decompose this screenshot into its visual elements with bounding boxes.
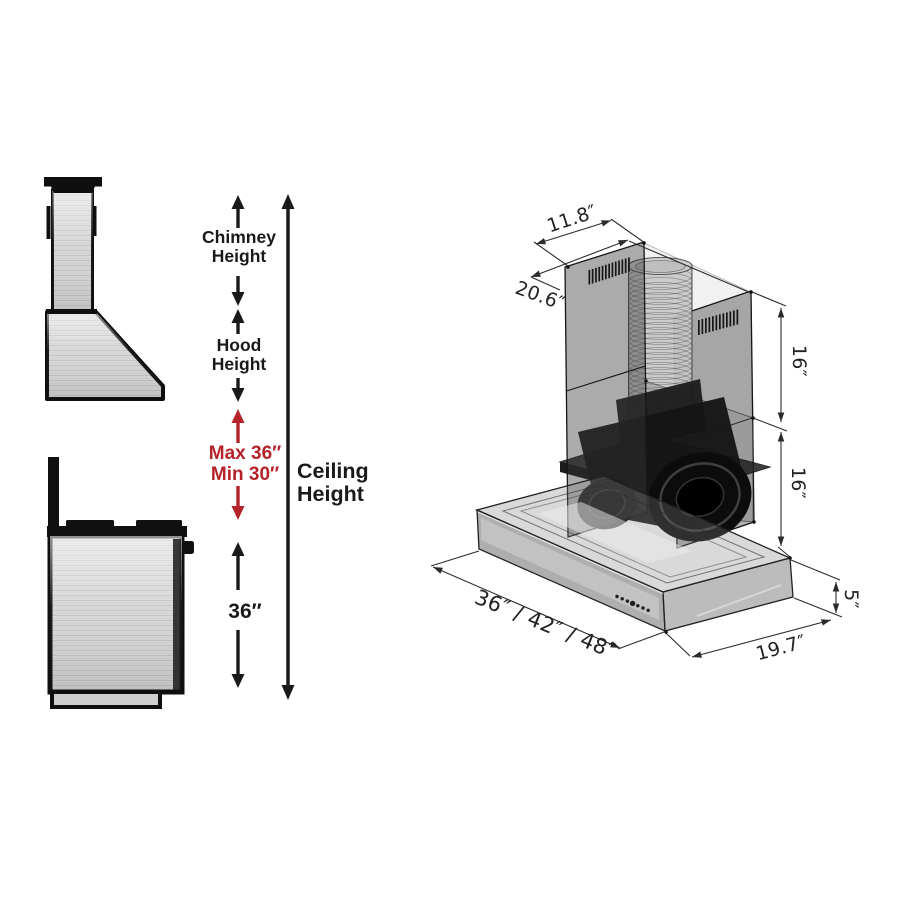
cooktop-distance-label: 36″: [228, 600, 262, 623]
dim-label-hood-height: 5″: [840, 589, 862, 609]
dim-hood-width: [432, 566, 621, 649]
chimney-height-line2: Height: [211, 246, 267, 266]
blower-drum-right: [648, 452, 752, 542]
hood-isometric-view: [430, 218, 843, 658]
ext-chimney-width-2: [610, 218, 646, 244]
ceiling-arrow-top-head: [281, 194, 295, 209]
ext-5-top: [790, 559, 841, 581]
mount-arrow-down-head: [231, 506, 245, 520]
mount-range-arrows: [231, 409, 245, 520]
ext-chimney-width-1: [533, 241, 569, 267]
dim-label-lower-chimney-height: 16″: [787, 466, 809, 500]
burner-left: [66, 520, 114, 527]
cooktop-arrow-down-head: [231, 674, 245, 688]
ext-chimney-depth-1: [530, 276, 561, 291]
ext-5-bottom: [793, 597, 843, 618]
ext-16-top: [751, 291, 787, 307]
mount-max-label: Max 36″: [208, 443, 282, 464]
ext-width-2: [617, 631, 665, 650]
duct-opening: [634, 260, 686, 273]
cooktop-arrow-up-head: [231, 542, 245, 556]
dimension-lines: [430, 218, 843, 658]
hood-inner-frame-inner: [519, 490, 748, 578]
ext-depth-1: [665, 632, 691, 657]
ceiling-height-line1: Ceiling: [297, 459, 369, 483]
side-hood-shine: [47, 312, 163, 399]
ext-chimney-depth-2: [628, 240, 752, 294]
hood-right-face: [662, 557, 794, 632]
dim-hood-depth: [691, 619, 832, 658]
side-chimney-shine: [52, 190, 93, 314]
hood-side-view: [44, 177, 165, 401]
hood-top-highlight: [536, 501, 693, 563]
chimney-height-label: Chimney Height: [202, 228, 276, 266]
vent-slots-back: [698, 309, 739, 335]
sleeve-left: [46, 206, 51, 239]
ext-16-mid: [752, 417, 788, 432]
chimney-height-arrow-up-head: [231, 195, 245, 209]
ext-16-bottom: [777, 546, 791, 558]
oven-shine: [50, 536, 182, 692]
front-panel-section-line: [566, 365, 646, 392]
hood-inner-frame-outer: [501, 484, 766, 584]
dim-chimney-depth: [530, 239, 629, 278]
blower-assembly: [558, 379, 772, 542]
mount-range-label: Max 36″ Min 30″: [209, 443, 281, 485]
chimney-cap-flare: [51, 186, 95, 193]
hood-height-arrow-up-head: [231, 309, 245, 323]
hood-right-face-reflection: [696, 584, 782, 617]
chimney-cap: [44, 177, 102, 187]
ceiling-height-label: Ceiling Height: [297, 460, 369, 505]
sleeve-right: [92, 206, 97, 236]
range-side-view: [47, 457, 194, 709]
hood-height-arrow-down-head: [231, 388, 245, 402]
oven-side-band: [173, 539, 181, 690]
ext-width-1: [430, 550, 480, 567]
chimney-height-line1: Chimney: [202, 227, 276, 247]
vertex-dots: [566, 241, 792, 634]
hood-height-label: Hood Height: [212, 336, 266, 374]
mount-arrow-up-head: [231, 409, 245, 423]
cooktop: [47, 526, 187, 537]
range-backsplash: [48, 457, 59, 527]
oven-drawer: [50, 690, 162, 709]
hood-front-edge-highlight: [477, 511, 664, 595]
mount-min-label: Min 30″: [210, 464, 280, 485]
hood-height-line2: Height: [211, 354, 267, 374]
dim-label-upper-chimney-height: 16″: [788, 344, 810, 378]
height-annotation-arrows: [231, 195, 245, 688]
ceiling-height-line2: Height: [297, 481, 364, 506]
hood-height-line1: Hood: [216, 335, 262, 355]
chimney-height-arrow-down-head: [231, 292, 245, 306]
ceiling-arrow-bottom-head: [281, 685, 295, 700]
burner-right: [136, 520, 182, 527]
ceiling-height-arrow: [281, 194, 295, 700]
